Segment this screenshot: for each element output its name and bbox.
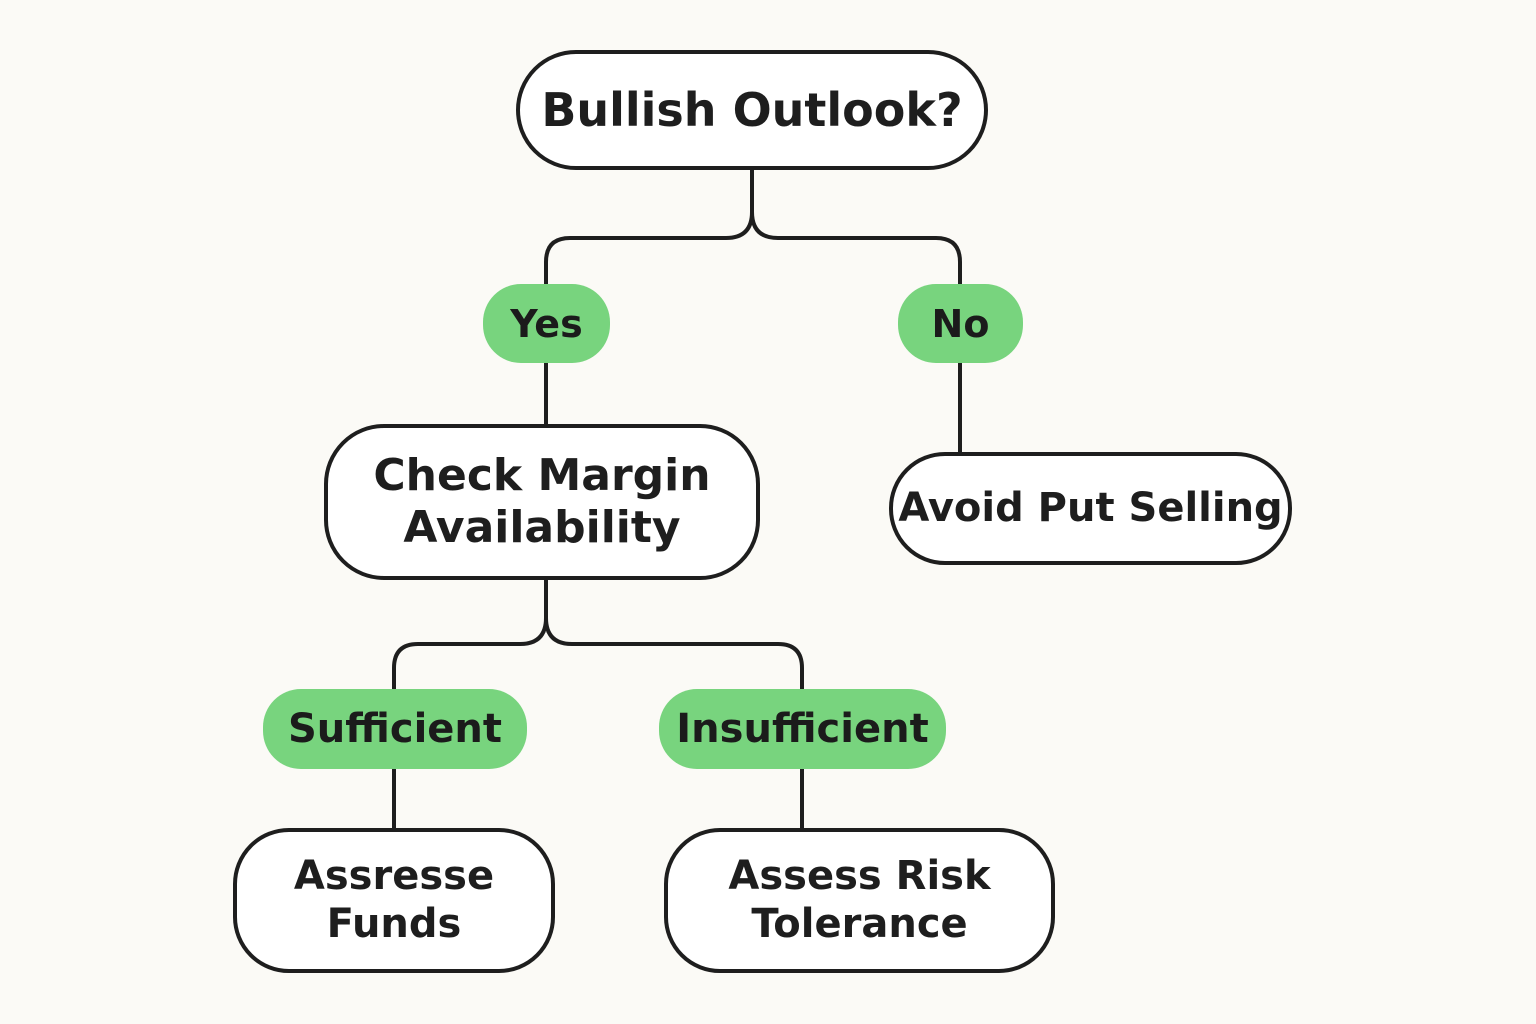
node-bullish-outlook-text: Bullish Outlook? — [541, 82, 963, 137]
connector-root-to-no — [750, 210, 962, 286]
connector-check-to-sufficient — [392, 616, 548, 692]
node-bullish-outlook: Bullish Outlook? — [516, 50, 988, 170]
node-check-margin-text: Check Margin Availability — [373, 450, 711, 553]
node-assess-risk-text: Assess Risk Tolerance — [728, 853, 991, 947]
label-insufficient: Insufficient — [659, 689, 946, 769]
node-assess-funds: Assresse Funds — [233, 828, 555, 973]
connector-check-to-insufficient — [544, 616, 804, 692]
node-assess-funds-text: Assresse Funds — [293, 853, 495, 947]
label-sufficient-text: Sufficient — [287, 706, 503, 752]
label-insufficient-text: Insufficient — [676, 706, 929, 752]
node-avoid-put-selling: Avoid Put Selling — [889, 452, 1292, 565]
node-assess-risk: Assess Risk Tolerance — [664, 828, 1055, 973]
node-avoid-put-selling-text: Avoid Put Selling — [898, 484, 1283, 531]
label-no: No — [898, 284, 1023, 363]
label-yes: Yes — [483, 284, 610, 363]
label-no-text: No — [931, 301, 990, 346]
node-check-margin: Check Margin Availability — [324, 424, 760, 580]
connector-root-to-yes — [544, 210, 754, 286]
label-sufficient: Sufficient — [263, 689, 527, 769]
label-yes-text: Yes — [510, 301, 583, 346]
